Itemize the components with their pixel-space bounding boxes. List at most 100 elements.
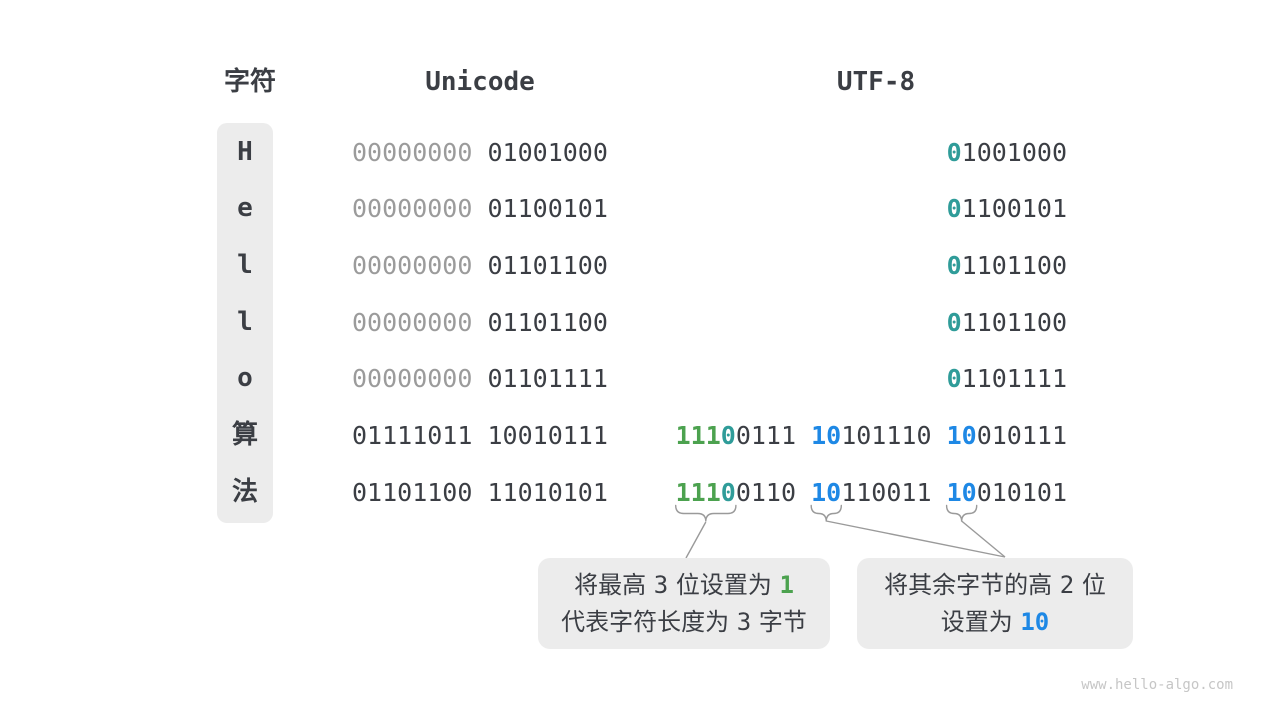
bit-segment-dark: 10010111 bbox=[487, 421, 608, 451]
bit-segment-teal: 0 bbox=[946, 194, 962, 224]
bit-segment-plain: 设置为 bbox=[940, 608, 1021, 636]
bit-segment-dark: 1101100 bbox=[961, 307, 1067, 337]
byte: 01101111 bbox=[947, 364, 1067, 393]
bit-segment-dark: 11010101 bbox=[487, 477, 608, 507]
bit-segment-dark: 01100101 bbox=[487, 194, 608, 224]
unicode-value: 00000000 01101100 bbox=[352, 237, 608, 294]
char-column-background bbox=[217, 123, 273, 523]
bit-segment-dark: 010111 bbox=[976, 421, 1067, 451]
bit-segment-blue: 10 bbox=[811, 421, 842, 451]
char-cell: 算 bbox=[231, 420, 258, 451]
byte: 10101110 bbox=[811, 421, 931, 450]
bit-segment-muted: 00000000 bbox=[352, 137, 473, 167]
utf8-value: 01001000 bbox=[947, 124, 1067, 181]
bit-segment-num: 2 bbox=[1059, 571, 1075, 599]
callout-continuation-bits: 将其余字节的高 2 位设置为 10 bbox=[857, 558, 1133, 649]
byte: 01001000 bbox=[487, 138, 607, 167]
callout-line: 将最高 3 位设置为 1 bbox=[538, 567, 830, 604]
bit-segment-green: 1 bbox=[779, 571, 794, 599]
bit-segment-blue: 10 bbox=[1020, 608, 1050, 636]
byte: 01101100 bbox=[947, 308, 1067, 337]
bit-segment-dark: 1101111 bbox=[961, 364, 1067, 394]
bit-segment-dark: 0111 bbox=[735, 421, 797, 451]
connector-line bbox=[685, 521, 707, 559]
char-cell: e bbox=[237, 193, 253, 224]
column-header-unicode: Unicode bbox=[425, 67, 535, 97]
bit-segment-green: 111 bbox=[675, 421, 721, 451]
bit-segment-dark: 110011 bbox=[841, 477, 932, 507]
bit-segment-plain: 将其余字节的高 bbox=[884, 571, 1060, 599]
char-cell: o bbox=[237, 363, 253, 394]
utf8-value: 11100110 10110011 10010101 bbox=[676, 464, 1067, 521]
char-cell: l bbox=[237, 250, 253, 281]
byte: 01101100 bbox=[487, 308, 607, 337]
bit-segment-muted: 00000000 bbox=[352, 307, 473, 337]
bit-segment-blue: 10 bbox=[946, 421, 977, 451]
bit-segment-dark: 1100101 bbox=[961, 194, 1067, 224]
bit-segment-num: 3 bbox=[653, 571, 669, 599]
bit-segment-dark: 1101100 bbox=[961, 251, 1067, 281]
bit-segment-blue: 10 bbox=[946, 477, 977, 507]
bit-segment-teal: 0 bbox=[946, 251, 962, 281]
unicode-value: 01101100 11010101 bbox=[352, 464, 608, 521]
bit-segment-muted: 00000000 bbox=[352, 194, 473, 224]
char-cell: 法 bbox=[231, 476, 258, 507]
bit-segment-muted: 00000000 bbox=[352, 364, 473, 394]
connector-line bbox=[961, 520, 1006, 558]
utf8-value: 01100101 bbox=[947, 180, 1067, 237]
bit-segment-dark: 01101100 bbox=[487, 307, 608, 337]
bit-segment-plain: 代表字符长度为 bbox=[561, 608, 737, 636]
byte: 01001000 bbox=[947, 138, 1067, 167]
byte: 10010111 bbox=[947, 421, 1067, 450]
byte: 01101111 bbox=[487, 364, 607, 393]
column-header-utf8: UTF-8 bbox=[836, 67, 916, 97]
byte: 01100101 bbox=[947, 194, 1067, 223]
bit-segment-dark: 101110 bbox=[841, 421, 932, 451]
bit-segment-dark: 0110 bbox=[735, 477, 797, 507]
byte: 11100111 bbox=[676, 421, 796, 450]
unicode-value: 00000000 01001000 bbox=[352, 124, 608, 181]
bit-segment-num: 3 bbox=[736, 608, 752, 636]
column-header-char: 字符 bbox=[223, 67, 276, 97]
watermark: www.hello-algo.com bbox=[1081, 677, 1233, 693]
byte: 00000000 bbox=[352, 251, 472, 280]
bit-segment-dark: 01111011 bbox=[352, 421, 473, 451]
byte: 00000000 bbox=[352, 308, 472, 337]
bit-segment-blue: 10 bbox=[811, 477, 842, 507]
bit-segment-dark: 1001000 bbox=[961, 137, 1067, 167]
byte: 11010101 bbox=[487, 478, 607, 507]
unicode-value: 00000000 01101100 bbox=[352, 294, 608, 351]
callout-line: 代表字符长度为 3 字节 bbox=[538, 604, 830, 641]
bit-segment-teal: 0 bbox=[720, 477, 736, 507]
unicode-value: 00000000 01100101 bbox=[352, 180, 608, 237]
byte: 00000000 bbox=[352, 364, 472, 393]
byte: 00000000 bbox=[352, 194, 472, 223]
bit-segment-teal: 0 bbox=[946, 364, 962, 394]
byte: 10010101 bbox=[947, 478, 1067, 507]
bit-segment-muted: 00000000 bbox=[352, 251, 473, 281]
bit-segment-teal: 0 bbox=[720, 421, 736, 451]
byte: 01101100 bbox=[487, 251, 607, 280]
bit-segment-plain: 将最高 bbox=[574, 571, 654, 599]
char-cell: l bbox=[237, 306, 253, 337]
byte: 11100110 bbox=[676, 478, 796, 507]
bit-segment-dark: 01101100 bbox=[487, 251, 608, 281]
byte: 10010111 bbox=[487, 421, 607, 450]
bit-segment-dark: 01101111 bbox=[487, 364, 608, 394]
bit-segment-dark: 01001000 bbox=[487, 137, 608, 167]
bit-segment-plain: 字节 bbox=[751, 608, 807, 636]
bit-segment-dark: 010101 bbox=[976, 477, 1067, 507]
bit-segment-teal: 0 bbox=[946, 307, 962, 337]
unicode-value: 00000000 01101111 bbox=[352, 350, 608, 407]
char-cell: H bbox=[237, 136, 253, 167]
utf8-value: 01101111 bbox=[947, 350, 1067, 407]
unicode-value: 01111011 10010111 bbox=[352, 407, 608, 464]
utf8-value: 01101100 bbox=[947, 294, 1067, 351]
connector-line bbox=[826, 520, 1006, 558]
callout-line: 将其余字节的高 2 位 bbox=[857, 567, 1133, 604]
bit-segment-plain: 位 bbox=[1074, 571, 1106, 599]
bit-segment-green: 111 bbox=[675, 477, 721, 507]
bit-segment-plain: 位设置为 bbox=[668, 571, 780, 599]
